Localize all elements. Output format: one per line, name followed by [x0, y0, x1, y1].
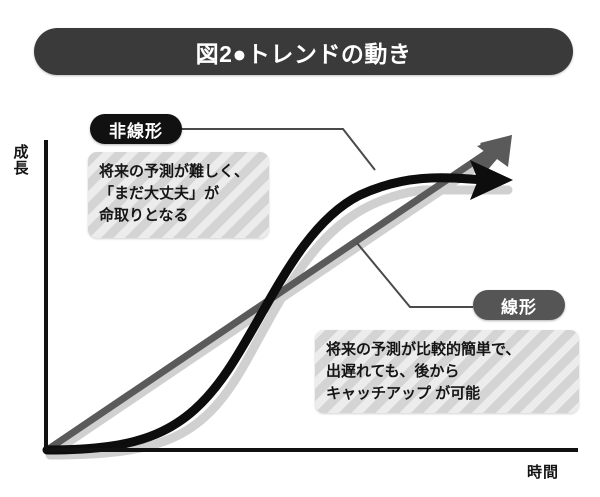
- x-axis-label: 時間: [527, 464, 560, 481]
- callout-linear-line-1: 将来の予測が比較的簡単で、: [326, 341, 521, 358]
- leader-line-nonlinear: [182, 128, 376, 171]
- badge-nonlinear: 非線形: [90, 114, 182, 144]
- callout-linear-line-2: 出遅れても、後から: [326, 363, 460, 381]
- page-title: 図2●トレンドの動き: [195, 40, 412, 67]
- y-axis-label: 成 長: [9, 145, 33, 177]
- callout-nonlinear-line-3: 命取りとなる: [99, 207, 189, 225]
- callout-linear: 将来の予測が比較的簡単で、 出遅れても、後から キャッチアップ が可能: [315, 330, 579, 413]
- callout-nonlinear-line-1: 将来の予測が難しく、: [99, 163, 250, 180]
- figure-title-banner: 図2●トレンドの動き: [34, 28, 573, 75]
- callout-linear-line-3: キャッチアップ が可能: [326, 385, 481, 403]
- y-axis-label-char-2: 長: [13, 159, 29, 177]
- y-axis-label-char-1: 成: [13, 144, 29, 161]
- chart-axes: [44, 140, 578, 452]
- leader-line-linear: [356, 242, 473, 308]
- callout-nonlinear-line-2: 「まだ大丈夫」が: [99, 185, 220, 203]
- series-nonlinear: [42, 160, 513, 455]
- callout-nonlinear: 将来の予測が難しく、 「まだ大丈夫」が 命取りとなる: [88, 152, 269, 238]
- curve-shadows: [45, 143, 513, 460]
- badge-linear: 線形: [473, 290, 565, 320]
